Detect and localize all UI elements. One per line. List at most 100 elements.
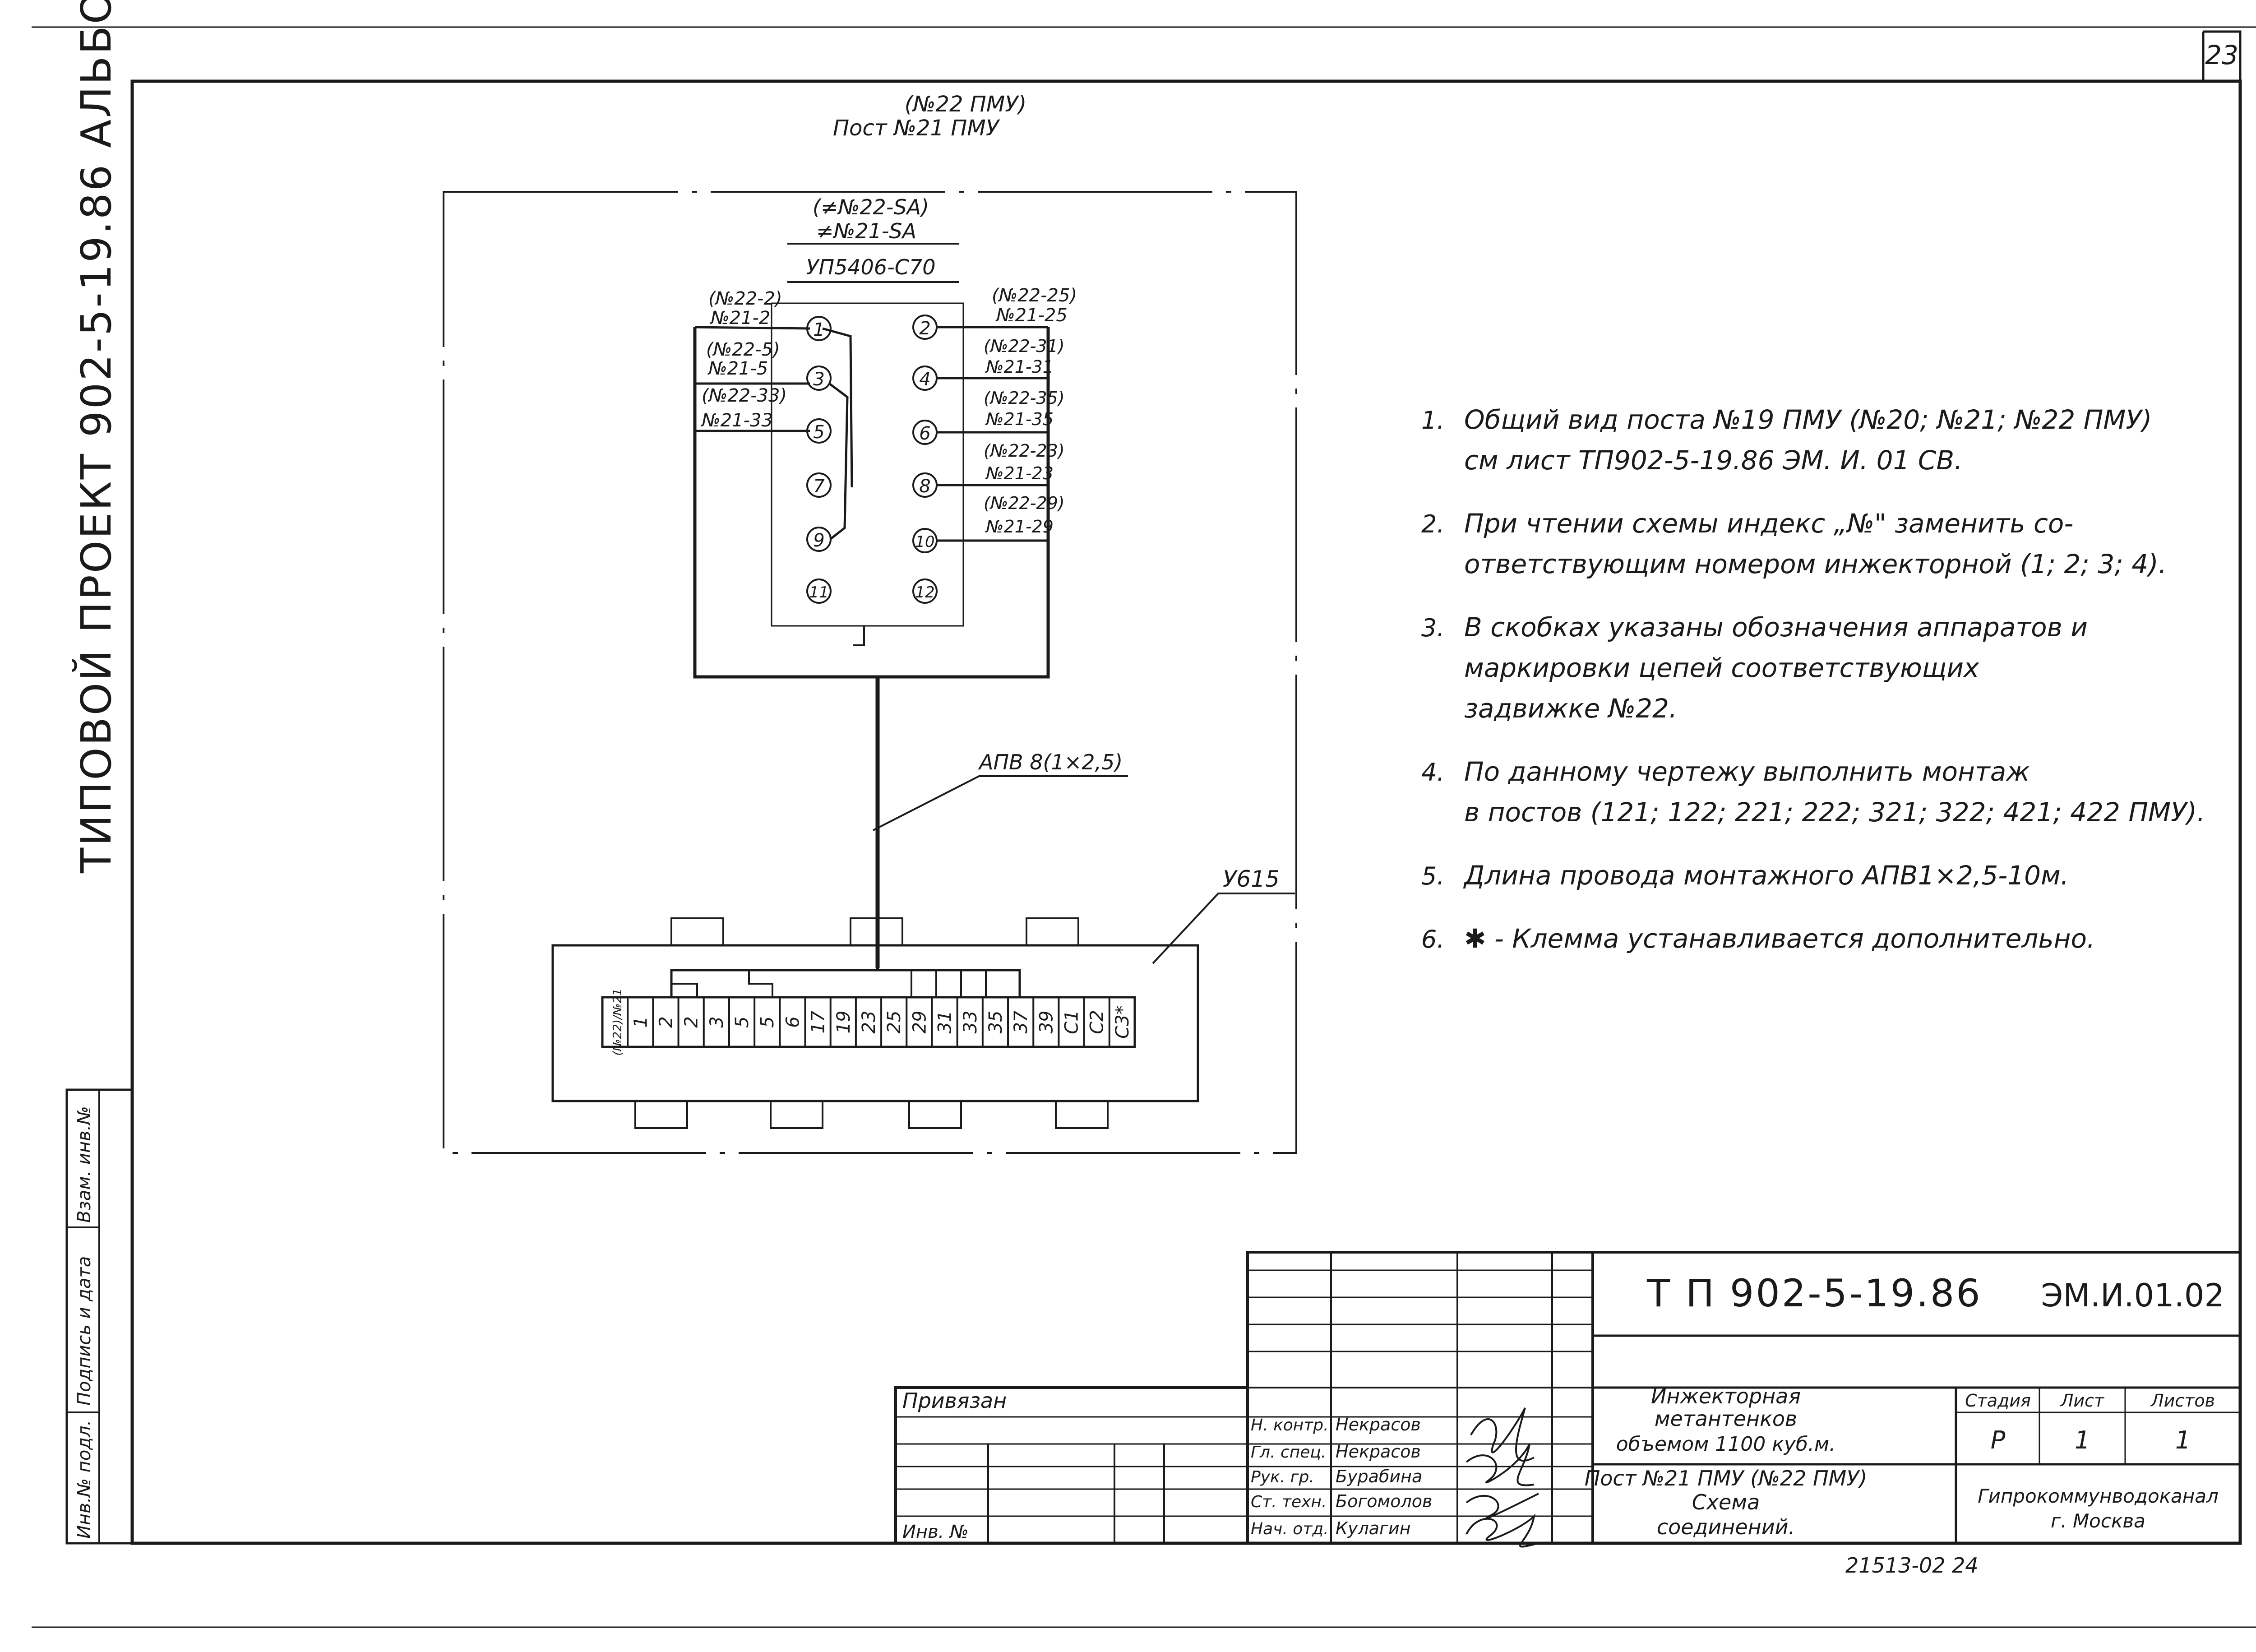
value-sheets: 1 xyxy=(2175,1426,2191,1454)
privyazan-label: Привязан xyxy=(902,1388,1007,1413)
sheet-title-1: Пост №21 ПМУ (№22 ПМУ) xyxy=(1585,1466,1868,1490)
right-mark-2-top: (№22-31) xyxy=(984,336,1065,356)
svg-text:8: 8 xyxy=(919,476,930,497)
contact-8: 8 xyxy=(912,472,938,498)
header-sheets: Листов xyxy=(2150,1391,2215,1411)
drawing-code: ЭМ.И.01.02 xyxy=(2041,1277,2224,1314)
note-4-line-1: По данному чертежу выполнить монтаж xyxy=(1464,756,2030,787)
title-block: Привязан Инв. № Н. контр. Гл. спец. Рук.… xyxy=(894,1251,2242,1548)
name-2: Некрасов xyxy=(1336,1442,1421,1462)
note-5: 5. Длина провода монтажного АПВ1×2,5-10м. xyxy=(1421,860,2069,891)
switch-body-stub xyxy=(853,626,865,646)
sheet-title-2: Схема xyxy=(1692,1490,1760,1514)
right-mark-3-bottom: №21-35 xyxy=(985,409,1054,429)
right-mark-5-bottom: №21-29 xyxy=(985,517,1054,537)
svg-text:19: 19 xyxy=(833,1011,854,1034)
mount-top-3 xyxy=(1026,917,1079,946)
privyazan-frame xyxy=(894,1386,1249,1545)
right-mark-3-top: (№22-35) xyxy=(984,388,1065,408)
contact-3: 3 xyxy=(806,366,832,391)
switch-label: ≠№21-SA xyxy=(816,219,916,243)
svg-text:1: 1 xyxy=(630,1016,651,1027)
terminal-1: (№22)/№21 xyxy=(611,988,624,1055)
svg-text:33: 33 xyxy=(960,1011,981,1034)
mount-bottom-3 xyxy=(908,1100,962,1129)
terminal-3: 2 xyxy=(652,997,676,1047)
note-3: 3. В скобках указаны обозначения аппарато… xyxy=(1421,612,2088,724)
name-1: Некрасов xyxy=(1336,1415,1421,1435)
terminal-20: C2 xyxy=(1083,997,1108,1047)
svg-text:29: 29 xyxy=(909,1011,930,1034)
terminal-16: 35 xyxy=(981,997,1006,1047)
signature-4 xyxy=(1465,1513,1539,1548)
post-label: Пост №21 ПМУ xyxy=(833,116,1000,141)
svg-text:5.: 5. xyxy=(1421,862,1445,890)
jumper-2-2 xyxy=(670,970,698,997)
svg-text:35: 35 xyxy=(985,1011,1006,1034)
sheet-title-3: соединений. xyxy=(1657,1515,1795,1539)
value-stage: Р xyxy=(1991,1426,2006,1454)
note-1-line-1: Общий вид поста №19 ПМУ (№20; №21; №22 П… xyxy=(1464,404,2152,435)
jumper-3-9 xyxy=(828,383,849,540)
svg-text:31: 31 xyxy=(935,1011,956,1034)
terminal-19: C1 xyxy=(1058,997,1082,1047)
left-stamp-col2: Подпись и дата xyxy=(74,1256,95,1406)
post-boundary xyxy=(443,191,1297,1154)
object-title-3: объемом 1100 куб.м. xyxy=(1616,1433,1835,1456)
organization-name: Гипрокоммунводоканал xyxy=(1978,1485,2219,1507)
signature-1 xyxy=(1470,1407,1535,1462)
value-sheet: 1 xyxy=(2075,1426,2090,1454)
note-5-line-1: Длина провода монтажного АПВ1×2,5-10м. xyxy=(1463,860,2069,891)
left-mark-1-top: (№22-2) xyxy=(708,288,782,309)
svg-text:6: 6 xyxy=(919,423,930,444)
header-stage: Стадия xyxy=(1965,1391,2031,1411)
svg-text:3.: 3. xyxy=(1421,614,1445,642)
cable-label: АПВ 8(1×2,5) xyxy=(978,750,1123,774)
mount-bottom-2 xyxy=(770,1100,823,1129)
left-mark-2-bottom: №21-5 xyxy=(707,358,768,379)
contact-12: 12 xyxy=(912,578,938,604)
right-mark-1-top: (№22-25) xyxy=(992,285,1077,306)
sheet-number-box xyxy=(2203,30,2242,81)
role-3: Рук. гр. xyxy=(1251,1468,1314,1486)
svg-text:5: 5 xyxy=(732,1016,753,1027)
note-2-line-2: ответствующим номером инжекторной (1; 2;… xyxy=(1464,549,2167,579)
note-3-line-3: задвижке №22. xyxy=(1464,693,1677,724)
cable-leader xyxy=(873,775,1128,831)
role-2: Гл. спец. xyxy=(1251,1443,1326,1462)
mount-bottom-4 xyxy=(1055,1100,1109,1129)
post-label-alt: (№22 ПМУ) xyxy=(905,92,1026,117)
role-4: Ст. техн. xyxy=(1251,1493,1327,1511)
svg-text:2: 2 xyxy=(919,318,930,339)
mount-top-1 xyxy=(670,917,724,946)
note-2: 2.При чтении схемы индекс „№" заменить с… xyxy=(1421,508,2167,579)
svg-text:3: 3 xyxy=(707,1016,727,1027)
object-title-2: метантенков xyxy=(1655,1407,1797,1431)
svg-text:4.: 4. xyxy=(1421,758,1445,787)
svg-text:2.: 2. xyxy=(1421,510,1445,538)
role-5: Нач. отд. xyxy=(1251,1520,1329,1538)
left-stamp-col3: Взам. инв.№ xyxy=(74,1106,95,1223)
note-3-line-1: В скобках указаны обозначения аппаратов … xyxy=(1464,612,2088,643)
terminal-box-leader xyxy=(1152,893,1295,964)
mount-top-2 xyxy=(850,917,903,946)
svg-text:4: 4 xyxy=(919,369,930,390)
note-4-line-2: в постов (121; 122; 221; 222; 321; 322; … xyxy=(1464,797,2205,828)
terminal-strip xyxy=(601,996,1136,1048)
organization-city: г. Москва xyxy=(2051,1510,2145,1532)
svg-text:23: 23 xyxy=(859,1011,879,1034)
terminal-13: 29 xyxy=(906,997,930,1047)
switch-model: УП5406-С70 xyxy=(806,255,936,279)
terminal-9: 17 xyxy=(804,997,829,1047)
svg-text:2: 2 xyxy=(656,1016,676,1027)
mount-bottom-1 xyxy=(634,1100,688,1129)
left-stamp: Инв.№ подл. Подпись и дата Взам. инв.№ xyxy=(65,1088,134,1545)
terminal-12: 25 xyxy=(880,997,905,1047)
terminal-box-label: У615 xyxy=(1223,866,1280,892)
svg-text:9: 9 xyxy=(813,530,824,551)
svg-text:6: 6 xyxy=(782,1016,803,1027)
name-3: Бурабина xyxy=(1336,1467,1422,1486)
svg-text:11: 11 xyxy=(809,583,828,602)
